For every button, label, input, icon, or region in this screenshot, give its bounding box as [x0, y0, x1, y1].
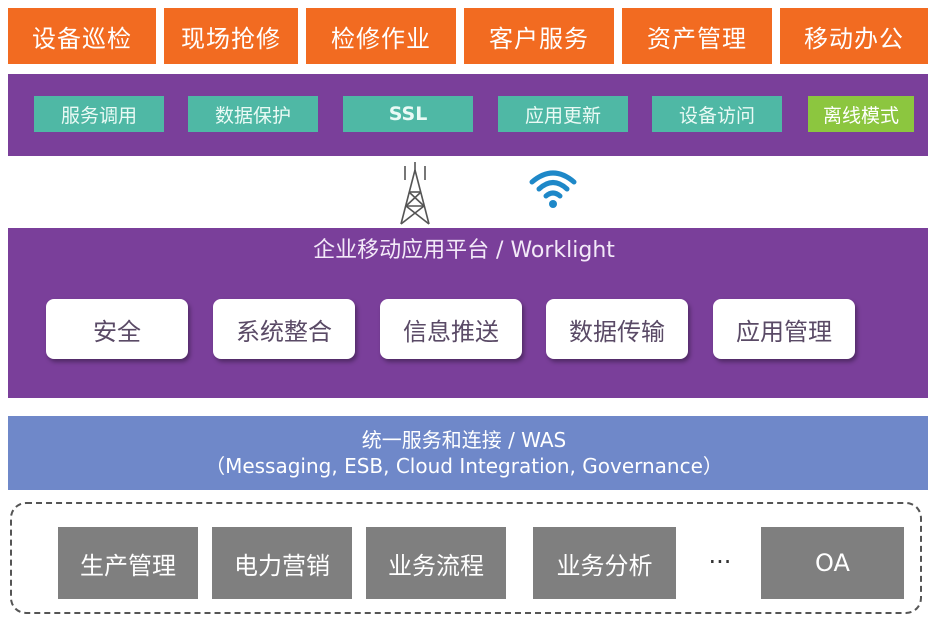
feature-tag: 应用更新	[498, 96, 628, 132]
backend-system[interactable]: 生产管理	[58, 527, 198, 599]
was-layer	[8, 416, 928, 490]
platform-module[interactable]: 信息推送	[380, 299, 522, 359]
channel-item[interactable]: 设备巡检	[8, 8, 156, 64]
channel-item[interactable]: 移动办公	[780, 8, 928, 64]
feature-tag: SSL	[343, 96, 473, 132]
channel-item[interactable]: 现场抢修	[164, 8, 298, 64]
feature-tag: 服务调用	[34, 96, 164, 132]
feature-tag-highlight: 离线模式	[808, 96, 914, 132]
cell-tower-icon	[400, 162, 430, 225]
platform-module[interactable]: 系统整合	[213, 299, 355, 359]
platform-module[interactable]: 安全	[46, 299, 188, 359]
backend-systems-group	[10, 502, 922, 614]
channel-bar: 设备巡检 现场抢修 检修作业 客户服务 资产管理 移动办公	[0, 0, 928, 70]
channel-item[interactable]: 检修作业	[306, 8, 456, 64]
was-subtitle: （Messaging, ESB, Cloud Integration, Gove…	[205, 454, 723, 478]
more-ellipsis: ···	[708, 548, 732, 576]
backend-system[interactable]: 电力营销	[212, 527, 352, 599]
backend-system[interactable]: 业务流程	[366, 527, 506, 599]
channel-item[interactable]: 资产管理	[622, 8, 772, 64]
backend-system[interactable]: 业务分析	[533, 527, 676, 599]
platform-module[interactable]: 数据传输	[546, 299, 688, 359]
wifi-icon	[529, 170, 577, 208]
platform-title: 企业移动应用平台 / Worklight	[313, 238, 615, 263]
platform-module[interactable]: 应用管理	[713, 299, 855, 359]
channel-item[interactable]: 客户服务	[464, 8, 614, 64]
feature-tag: 设备访问	[652, 96, 782, 132]
was-title: 统一服务和连接 / WAS	[361, 428, 567, 452]
backend-system[interactable]: OA	[761, 527, 904, 599]
feature-tag: 数据保护	[188, 96, 318, 132]
